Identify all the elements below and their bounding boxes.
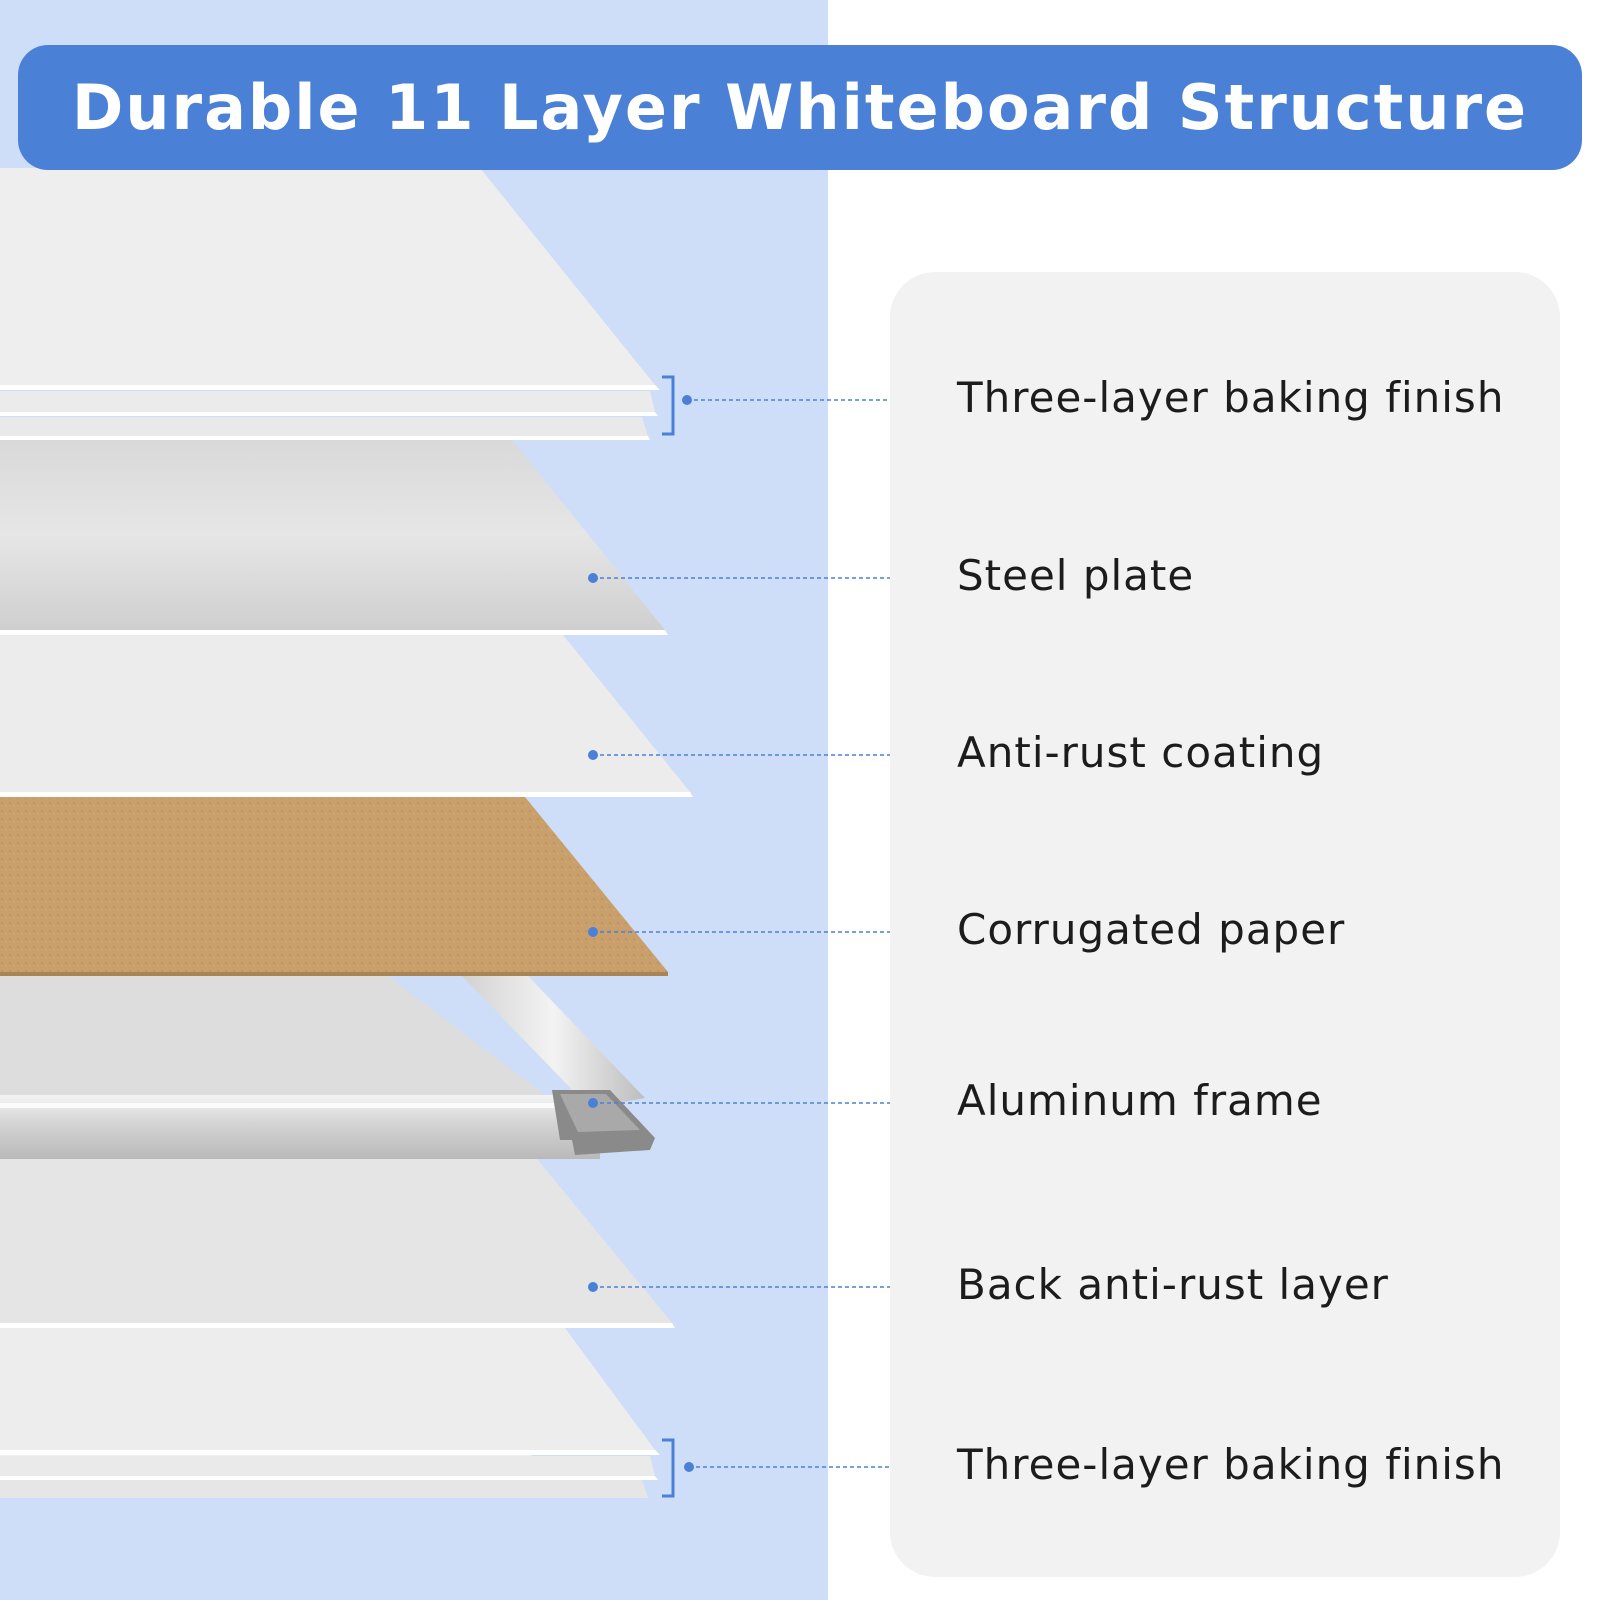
bottom-finish-sheet-edge-2 — [0, 1476, 658, 1480]
label-aluminum-frame: Aluminum frame — [957, 1076, 1323, 1125]
label-panel — [890, 272, 1560, 1577]
leader-dot-6 — [588, 1282, 598, 1292]
leader-dot-1 — [682, 395, 692, 405]
leader-dot-2 — [588, 573, 598, 583]
steel-plate-edge — [0, 630, 668, 635]
layer-anti-rust-coating — [0, 635, 693, 797]
back-anti-rust-edge — [0, 1323, 675, 1328]
bracket-bottom — [662, 1438, 675, 1498]
layer-top-baking-finish — [0, 168, 660, 440]
bottom-finish-sheet-3 — [0, 1480, 648, 1498]
leader-line-7 — [684, 1462, 955, 1472]
layer-corrugated-paper — [0, 797, 668, 976]
leader-dot-4 — [588, 927, 598, 937]
corrugated-sheet — [0, 797, 668, 972]
top-finish-sheet-main — [0, 168, 655, 385]
layer-bottom-baking-finish — [0, 1328, 660, 1498]
frame-corner-cap-top — [560, 1094, 640, 1132]
leader-dot-7 — [684, 1462, 694, 1472]
label-top-baking-finish: Three-layer baking finish — [957, 373, 1505, 422]
label-steel-plate: Steel plate — [957, 551, 1195, 600]
title-banner: Durable 11 Layer Whiteboard Structure — [18, 45, 1582, 170]
frame-inner-sheet — [0, 976, 545, 1095]
label-corrugated-paper: Corrugated paper — [957, 905, 1346, 954]
top-finish-sheet-edge-1 — [0, 385, 660, 390]
anti-rust-edge — [0, 792, 693, 797]
bracket-top — [662, 375, 675, 436]
anti-rust-sheet — [0, 635, 690, 792]
layer-back-anti-rust — [0, 1159, 675, 1328]
frame-rail-highlight — [0, 1103, 600, 1108]
top-finish-sheet-edge-3 — [0, 436, 650, 440]
top-finish-sheet-edge-2 — [0, 412, 658, 416]
page-title: Durable 11 Layer Whiteboard Structure — [71, 71, 1529, 144]
leader-dot-3 — [588, 750, 598, 760]
label-bottom-baking-finish: Three-layer baking finish — [957, 1440, 1505, 1489]
layer-steel-plate — [0, 440, 668, 635]
corrugated-edge — [0, 972, 668, 976]
leader-line-1 — [682, 395, 955, 405]
label-anti-rust-coating: Anti-rust coating — [957, 728, 1325, 777]
steel-plate-sheet — [0, 440, 665, 630]
top-finish-sheet-2 — [0, 391, 655, 412]
top-finish-sheet-3 — [0, 417, 648, 436]
bottom-finish-sheet-main — [0, 1328, 655, 1450]
bottom-finish-sheet-2 — [0, 1456, 655, 1476]
leader-dot-5 — [588, 1098, 598, 1108]
label-back-anti-rust-layer: Back anti-rust layer — [957, 1260, 1389, 1309]
frame-side-rail — [462, 976, 645, 1108]
layer-aluminum-frame — [0, 976, 655, 1159]
blue-bottom-band — [0, 1480, 828, 1600]
bottom-finish-sheet-edge-1 — [0, 1450, 660, 1455]
back-anti-rust-sheet — [0, 1159, 672, 1323]
